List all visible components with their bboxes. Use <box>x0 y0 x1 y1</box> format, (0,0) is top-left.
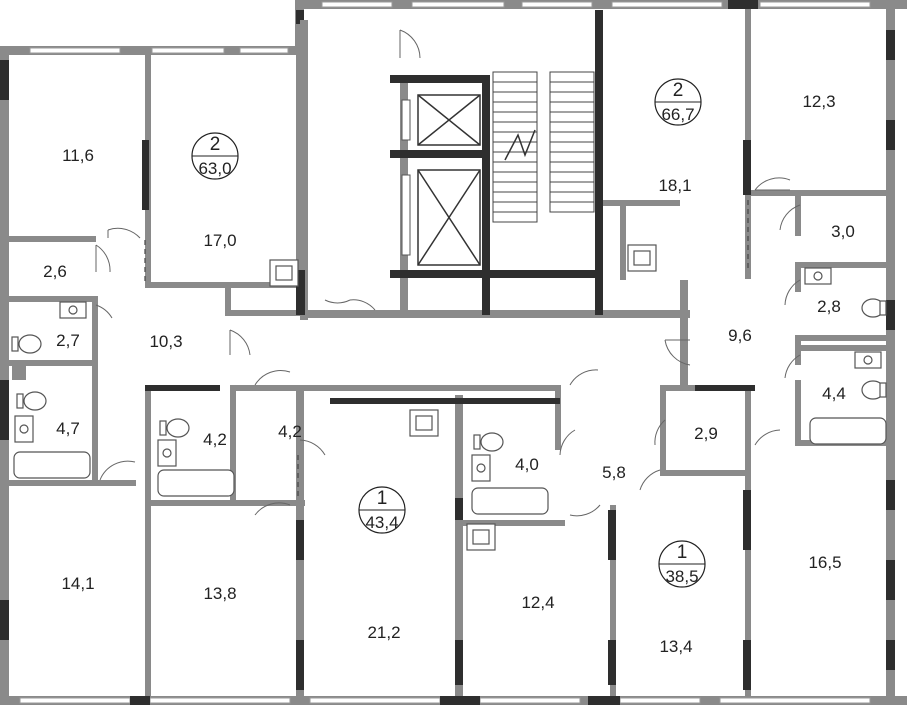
apartment-area: 43,4 <box>365 513 398 532</box>
doors <box>95 29 801 517</box>
elevator-2 <box>417 169 481 266</box>
apartment-badge-1-right: 1 38,5 <box>658 540 706 588</box>
apartment-badge-1-centre: 1 43,4 <box>358 486 406 534</box>
elevator-doors <box>401 99 411 256</box>
sinks <box>14 267 882 482</box>
room-area: 16,5 <box>808 553 841 572</box>
room-area: 17,0 <box>203 231 236 250</box>
room-area: 9,6 <box>728 326 752 345</box>
apartment-rooms: 1 <box>677 542 688 563</box>
apartment-rooms: 1 <box>377 488 388 509</box>
room-area: 4,0 <box>515 455 539 474</box>
windows-top <box>29 1 871 54</box>
apartment-badge-2-right: 2 66,7 <box>654 78 702 126</box>
room-area: 4,2 <box>278 422 302 441</box>
elevator-1 <box>417 94 481 146</box>
room-area: 12,3 <box>802 92 835 111</box>
apartment-rooms: 2 <box>673 80 684 101</box>
room-area: 2,8 <box>817 297 841 316</box>
apartment-area: 66,7 <box>661 105 694 124</box>
room-area: 11,6 <box>62 146 94 165</box>
stair-break-line <box>504 129 536 161</box>
room-area: 4,7 <box>56 419 80 438</box>
apartment-badge-2-left: 2 63,0 <box>191 132 239 180</box>
windows-bottom <box>19 697 871 704</box>
kitchen-sinks <box>269 244 657 551</box>
doors-leaves <box>95 30 790 355</box>
room-area: 3,0 <box>831 222 855 241</box>
room-area: 5,8 <box>602 463 626 482</box>
room-area: 4,4 <box>822 384 846 403</box>
apartment-rooms: 2 <box>210 134 221 155</box>
interior-walls <box>6 9 890 696</box>
apartment-area: 38,5 <box>665 567 698 586</box>
toilets <box>11 298 887 452</box>
staircase <box>492 71 595 223</box>
room-area: 2,6 <box>43 262 67 281</box>
dashed-partitions <box>144 200 749 500</box>
bathtubs <box>13 417 887 515</box>
room-area: 14,1 <box>61 574 94 593</box>
room-area: 12,4 <box>521 593 554 612</box>
room-area: 13,4 <box>659 637 692 656</box>
apartment-area: 63,0 <box>198 159 231 178</box>
stair-flight <box>492 71 538 223</box>
room-area: 18,1 <box>658 176 691 195</box>
room-area: 2,7 <box>56 331 80 350</box>
room-area: 4,2 <box>203 430 227 449</box>
room-area: 13,8 <box>203 584 236 603</box>
room-area: 21,2 <box>367 623 400 642</box>
room-area: 10,3 <box>149 332 182 351</box>
bearing-walls <box>142 10 755 690</box>
room-area: 2,9 <box>694 424 718 443</box>
room-area-labels: 11,6 17,0 2,6 2,7 10,3 4,7 14,1 4,2 4,2 … <box>43 92 855 656</box>
